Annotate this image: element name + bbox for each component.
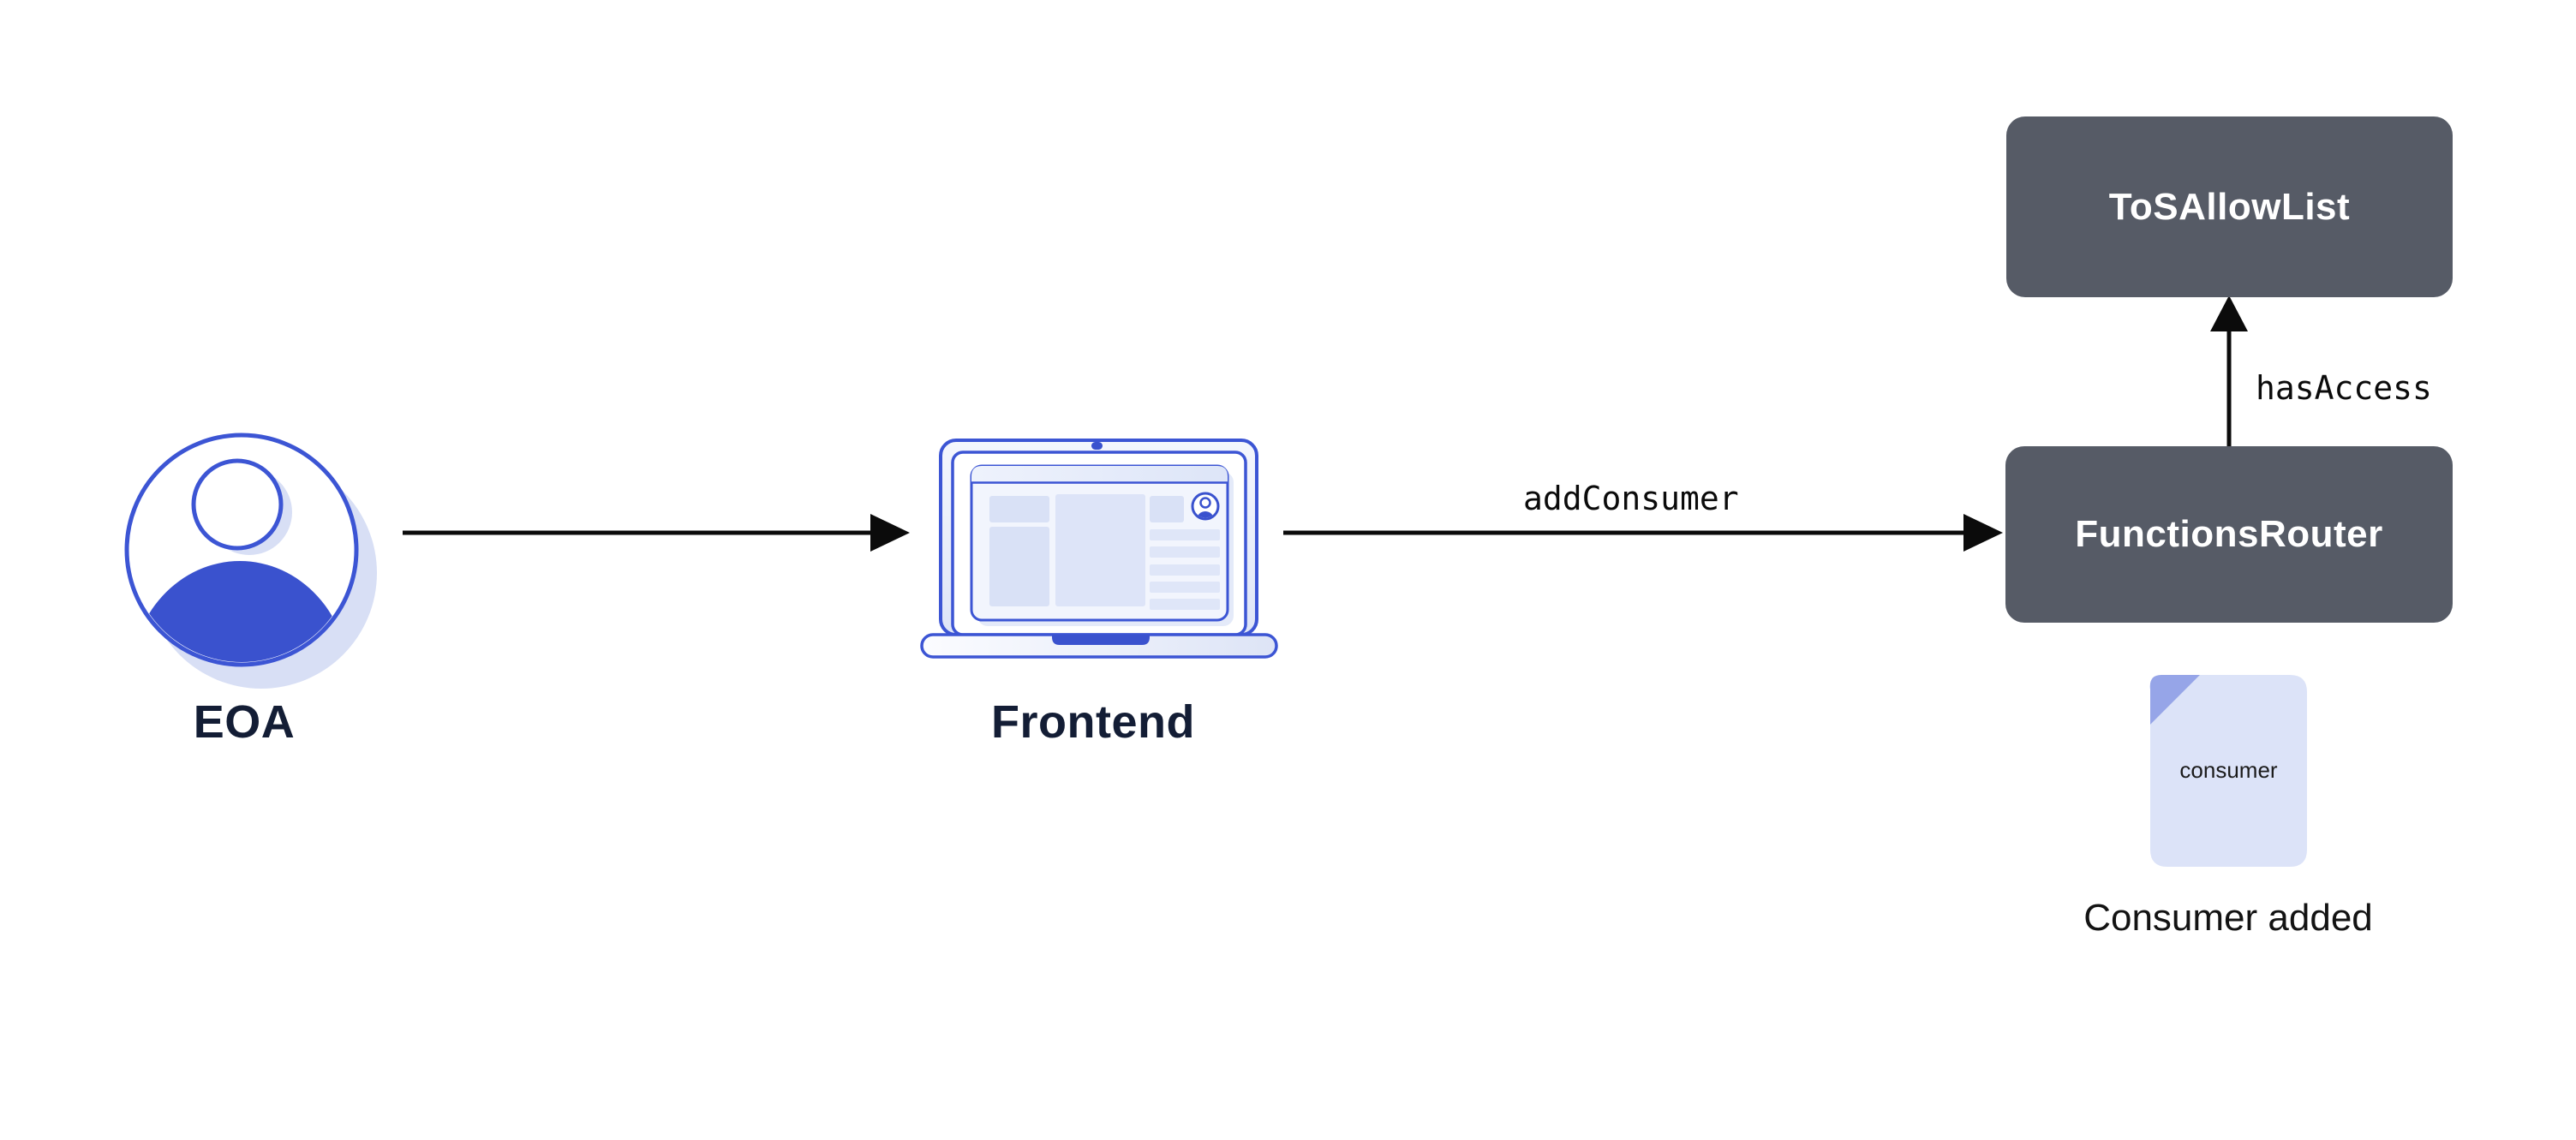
content-block	[989, 496, 1049, 522]
laptop-icon	[920, 439, 1278, 659]
consumer-added-caption: Consumer added	[2083, 897, 2373, 939]
functions-router-box: FunctionsRouter	[2005, 446, 2453, 623]
arrowhead-right-icon	[870, 514, 910, 552]
content-line	[1150, 582, 1220, 593]
content-line	[1150, 599, 1220, 610]
content-block	[1055, 494, 1145, 606]
edge-label-hasaccess: hasAccess	[2256, 369, 2432, 407]
content-block	[989, 527, 1049, 606]
browser-title-bar	[971, 466, 1228, 482]
content-line	[1150, 564, 1220, 576]
edge-label-addconsumer: addConsumer	[1523, 480, 1739, 517]
document-file-label: consumer	[2179, 757, 2278, 783]
avatar-shoulders	[130, 561, 350, 662]
browser-user-avatar-icon	[1191, 492, 1220, 521]
functions-router-title: FunctionsRouter	[2075, 513, 2383, 555]
eoa-label: EOA	[193, 696, 296, 748]
laptop-base-notch	[1052, 635, 1150, 645]
avatar-head	[191, 458, 284, 551]
document-body	[2150, 675, 2307, 867]
arrowhead-right-icon	[1963, 514, 2003, 552]
document-folded-corner	[2149, 675, 2200, 725]
edge-eoa-to-frontend	[403, 514, 910, 552]
edge-frontend-to-functionsrouter	[1283, 514, 2003, 552]
content-line	[1150, 546, 1220, 558]
frontend-label: Frontend	[991, 696, 1195, 748]
user-avatar-icon	[124, 433, 377, 689]
document-icon	[2149, 675, 2307, 867]
laptop-camera-dot	[1091, 442, 1103, 450]
tos-allowlist-title: ToSAllowList	[2108, 185, 2351, 228]
content-block	[1150, 496, 1184, 522]
edge-functionsrouter-to-tosallowlist	[2210, 295, 2248, 446]
content-line	[1150, 529, 1220, 540]
tos-allowlist-box: ToSAllowList	[2006, 116, 2453, 297]
arrowhead-up-icon	[2210, 295, 2248, 331]
